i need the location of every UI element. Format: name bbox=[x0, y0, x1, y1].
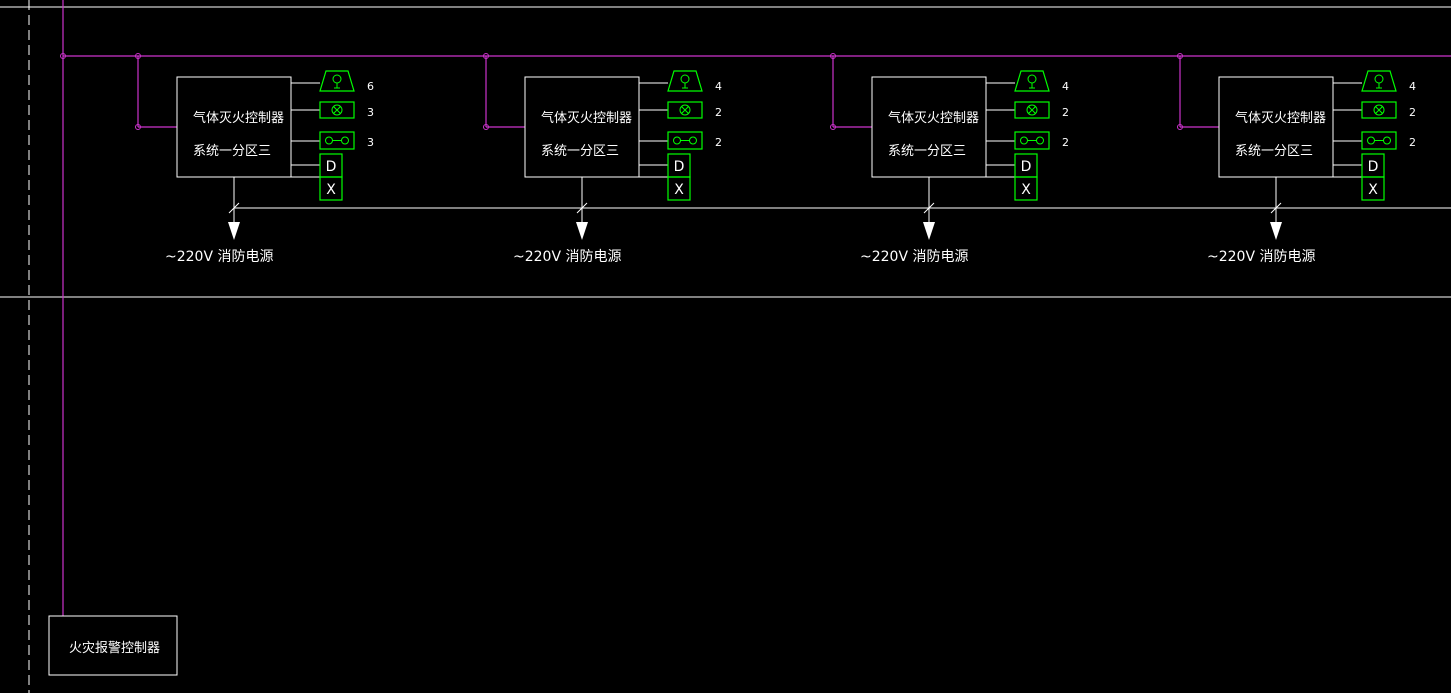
device-count: 4 bbox=[715, 80, 722, 93]
device-count: 2 bbox=[715, 106, 722, 119]
device-count: 2 bbox=[1409, 136, 1416, 149]
d-box-label: D bbox=[1021, 159, 1032, 175]
manual-switch-icon bbox=[1361, 131, 1397, 150]
x-box-icon: X bbox=[1361, 176, 1385, 201]
device-count: 2 bbox=[715, 136, 722, 149]
controller-name-label: 气体灭火控制器 bbox=[888, 110, 979, 126]
power-arrow-icon bbox=[576, 222, 588, 240]
alarm-bell-light-icon bbox=[1014, 70, 1050, 92]
device-count: 2 bbox=[1409, 106, 1416, 119]
bus-junction-dot bbox=[830, 53, 836, 59]
x-box-label: X bbox=[674, 182, 684, 198]
device-count: 4 bbox=[1062, 80, 1069, 93]
x-box-label: X bbox=[1368, 182, 1378, 198]
device-count: 2 bbox=[1062, 136, 1069, 149]
controller-zone-label: 系统一分区三 bbox=[541, 144, 619, 159]
manual-switch-icon bbox=[667, 131, 703, 150]
crossed-lamp-icon bbox=[667, 101, 703, 119]
controller-box[interactable] bbox=[176, 76, 292, 178]
bus-junction-dot bbox=[1177, 124, 1183, 130]
x-box-icon: X bbox=[319, 176, 343, 201]
power-source-label: ~220V 消防电源 bbox=[860, 249, 968, 265]
controller-zone-label: 系统一分区三 bbox=[193, 144, 271, 159]
main-controller-box[interactable] bbox=[48, 615, 178, 676]
controller-name-label: 气体灭火控制器 bbox=[541, 110, 632, 126]
d-box-label: D bbox=[674, 159, 685, 175]
power-tick-mark bbox=[1270, 202, 1282, 214]
power-source-label: ~220V 消防电源 bbox=[513, 249, 621, 265]
device-count: 3 bbox=[367, 136, 374, 149]
power-source-label: ~220V 消防电源 bbox=[1207, 249, 1315, 265]
d-box-label: D bbox=[1368, 159, 1379, 175]
device-count: 6 bbox=[367, 80, 374, 93]
x-box-label: X bbox=[326, 182, 336, 198]
bus-junction-dot bbox=[1177, 53, 1183, 59]
power-tick-mark bbox=[228, 202, 240, 214]
bus-junction-dot bbox=[135, 124, 141, 130]
device-count: 2 bbox=[1062, 106, 1069, 119]
crossed-lamp-icon bbox=[319, 101, 355, 119]
d-box-icon: D bbox=[667, 153, 691, 178]
alarm-bell-light-icon bbox=[667, 70, 703, 92]
x-box-label: X bbox=[1021, 182, 1031, 198]
manual-switch-icon bbox=[319, 131, 355, 150]
d-box-icon: D bbox=[319, 153, 343, 178]
controller-name-label: 气体灭火控制器 bbox=[1235, 110, 1326, 126]
alarm-bell-light-icon bbox=[319, 70, 355, 92]
power-arrow-icon bbox=[923, 222, 935, 240]
manual-switch-icon bbox=[1014, 131, 1050, 150]
power-tick-mark bbox=[923, 202, 935, 214]
device-count: 3 bbox=[367, 106, 374, 119]
bus-junction-dot bbox=[483, 124, 489, 130]
d-box-icon: D bbox=[1014, 153, 1038, 178]
power-source-label: ~220V 消防电源 bbox=[165, 249, 273, 265]
bus-junction-dot bbox=[483, 53, 489, 59]
power-arrow-icon bbox=[1270, 222, 1282, 240]
controller-box[interactable] bbox=[871, 76, 987, 178]
device-count: 4 bbox=[1409, 80, 1416, 93]
d-box-label: D bbox=[326, 159, 337, 175]
main-controller-label: 火灾报警控制器 bbox=[69, 640, 160, 656]
x-box-icon: X bbox=[667, 176, 691, 201]
bus-junction-dot bbox=[60, 53, 66, 59]
controller-zone-label: 系统一分区三 bbox=[888, 144, 966, 159]
crossed-lamp-icon bbox=[1014, 101, 1050, 119]
signal-bus bbox=[60, 0, 1451, 616]
power-tick-mark bbox=[576, 202, 588, 214]
x-box-icon: X bbox=[1014, 176, 1038, 201]
main-fire-alarm-controller[interactable]: 火灾报警控制器 bbox=[48, 615, 178, 676]
bus-junction-dot bbox=[830, 124, 836, 130]
controller-box[interactable] bbox=[524, 76, 640, 178]
controller-box[interactable] bbox=[1218, 76, 1334, 178]
controller-zone-label: 系统一分区三 bbox=[1235, 144, 1313, 159]
alarm-bell-light-icon bbox=[1361, 70, 1397, 92]
controller-name-label: 气体灭火控制器 bbox=[193, 110, 284, 126]
crossed-lamp-icon bbox=[1361, 101, 1397, 119]
power-arrow-icon bbox=[228, 222, 240, 240]
d-box-icon: D bbox=[1361, 153, 1385, 178]
bus-junction-dot bbox=[135, 53, 141, 59]
